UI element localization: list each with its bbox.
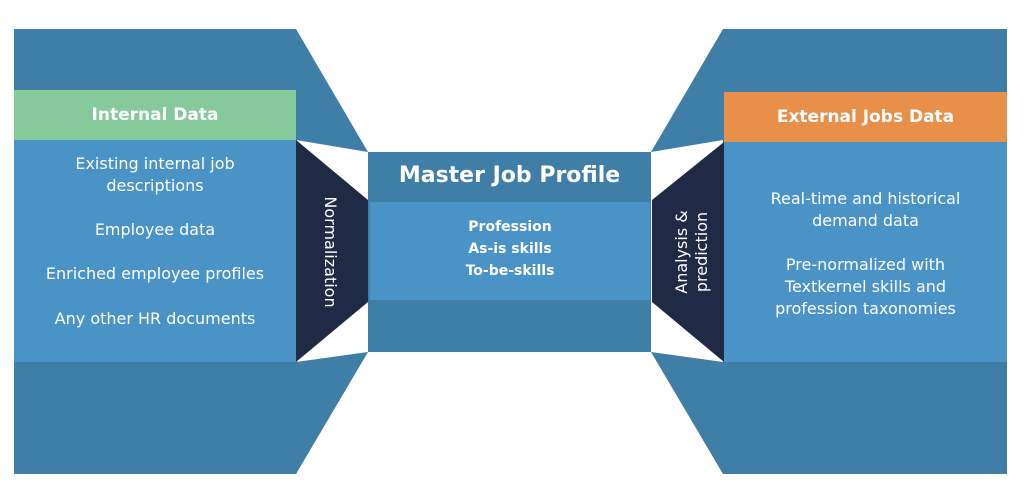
analysis-label-line2: prediction: [692, 211, 711, 293]
analysis-prediction-label: Analysis & prediction: [672, 210, 712, 293]
top-funnel: [296, 29, 723, 152]
left-header-bg: [14, 90, 296, 140]
right-top-wedge: [651, 29, 723, 152]
left-item-employee-data: Employee data: [94, 220, 216, 239]
right-bottom-wedge: [651, 352, 723, 474]
normalization-label: Normalization: [321, 196, 340, 308]
left-bottom-wedge: [296, 352, 368, 474]
left-item-job-descriptions: Existing internal job descriptions: [75, 154, 235, 195]
center-line-as-is-skills: As-is skills: [468, 241, 552, 257]
left-connector: [296, 140, 368, 362]
right-item-taxonomies: Pre-normalized with Textkernel skills an…: [775, 255, 956, 318]
right-header-bg: [724, 92, 1007, 142]
left-top-wedge: [296, 29, 368, 152]
center-line-to-be-skills: To-be-skills: [465, 263, 555, 279]
analysis-label-line1: Analysis &: [672, 210, 691, 294]
left-item-hr-documents: Any other HR documents: [54, 309, 256, 328]
right-panel: [724, 142, 1007, 362]
right-item-demand-data: Real-time and historical demand data: [770, 189, 961, 230]
center-line-profession: Profession: [468, 219, 552, 235]
center-panel: [370, 202, 650, 300]
right-connector: [652, 142, 724, 362]
bottom-funnel: [296, 352, 723, 474]
left-panel: [14, 140, 296, 362]
master-job-profile-title: Master Job Profile: [398, 163, 621, 188]
internal-data-header: Internal Data: [91, 105, 219, 125]
left-item-enriched-profiles: Enriched employee profiles: [45, 264, 265, 283]
external-jobs-data-header: External Jobs Data: [776, 107, 955, 127]
